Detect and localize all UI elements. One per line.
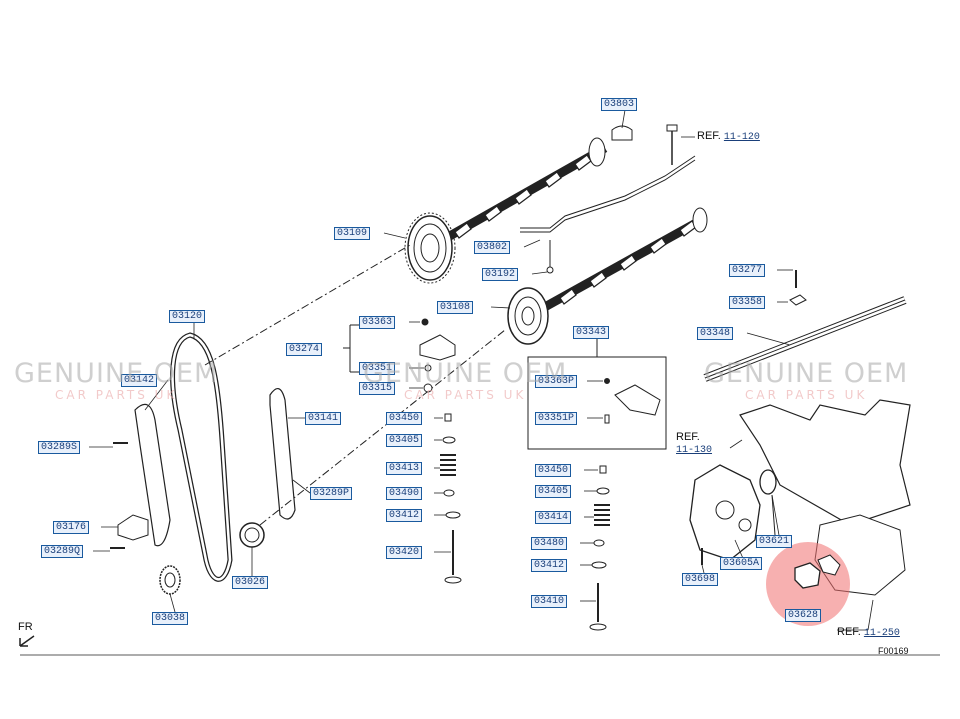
part-label[interactable]: 03450: [386, 412, 423, 425]
cylinder-head-outline: [739, 399, 911, 526]
part-label[interactable]: 03176: [53, 521, 90, 534]
part-label[interactable]: 03490: [386, 487, 423, 500]
ref-number[interactable]: 11-250: [863, 628, 900, 639]
oil-control-housing: [689, 464, 761, 561]
ref-callout[interactable]: REF. 11-120: [697, 130, 760, 144]
ref-number[interactable]: 11-120: [723, 132, 760, 143]
part-label[interactable]: 03026: [232, 576, 269, 589]
part-label[interactable]: 03277: [729, 264, 766, 277]
part-label[interactable]: 03480: [531, 537, 568, 550]
part-label[interactable]: 03412: [386, 509, 423, 522]
fr-arrow: [19, 635, 35, 647]
part-label[interactable]: 03363: [359, 316, 396, 329]
part-label[interactable]: 03348: [697, 327, 734, 340]
part-label[interactable]: 03405: [535, 485, 572, 498]
part-label[interactable]: 03698: [682, 573, 719, 586]
part-label[interactable]: 03363P: [535, 375, 578, 388]
part-label[interactable]: 03109: [334, 227, 371, 240]
intake-camshaft: [404, 137, 608, 284]
direction-label: FR: [18, 621, 33, 633]
exhaust-camshaft: [507, 207, 708, 345]
part-label[interactable]: 03351: [359, 362, 396, 375]
part-label[interactable]: 03420: [386, 546, 423, 559]
ref-label: REF.: [676, 431, 700, 443]
ref-callout[interactable]: REF. 11-250: [837, 626, 900, 640]
part-label[interactable]: 03192: [482, 268, 519, 281]
chain-guide-left: [134, 403, 171, 547]
part-label[interactable]: 03450: [535, 464, 572, 477]
part-label[interactable]: 03358: [729, 296, 766, 309]
part-label[interactable]: 03038: [152, 612, 189, 625]
part-label[interactable]: 03120: [169, 310, 206, 323]
part-label[interactable]: 03289S: [38, 441, 81, 454]
ref-number[interactable]: 11-130: [676, 445, 713, 456]
figure-code: F00169: [878, 646, 909, 656]
part-label[interactable]: 03802: [474, 241, 511, 254]
part-label[interactable]: 03605A: [720, 557, 763, 570]
chain-guide-right: [269, 388, 296, 520]
part-label[interactable]: 03628: [785, 609, 822, 622]
part-label[interactable]: 03289Q: [41, 545, 84, 558]
part-label[interactable]: 03142: [121, 374, 158, 387]
part-label[interactable]: 03412: [531, 559, 568, 572]
part-label[interactable]: 03343: [573, 326, 610, 339]
part-label[interactable]: 03141: [305, 412, 342, 425]
part-label[interactable]: 03405: [386, 434, 423, 447]
part-label[interactable]: 03274: [286, 343, 323, 356]
part-label[interactable]: 03410: [531, 595, 568, 608]
part-label[interactable]: 03315: [359, 382, 396, 395]
ref-label: REF.: [837, 626, 861, 638]
part-label[interactable]: 03108: [437, 301, 474, 314]
part-label[interactable]: 03803: [601, 98, 638, 111]
part-label[interactable]: 03351P: [535, 412, 578, 425]
part-label[interactable]: 03413: [386, 462, 423, 475]
part-label[interactable]: 03414: [535, 511, 572, 524]
part-label[interactable]: 03621: [756, 535, 793, 548]
ref-label: REF.: [697, 130, 721, 142]
part-label[interactable]: 03289P: [310, 487, 353, 500]
sensor-harness: [520, 155, 696, 229]
ref-callout[interactable]: REF. 11-130: [676, 431, 736, 457]
